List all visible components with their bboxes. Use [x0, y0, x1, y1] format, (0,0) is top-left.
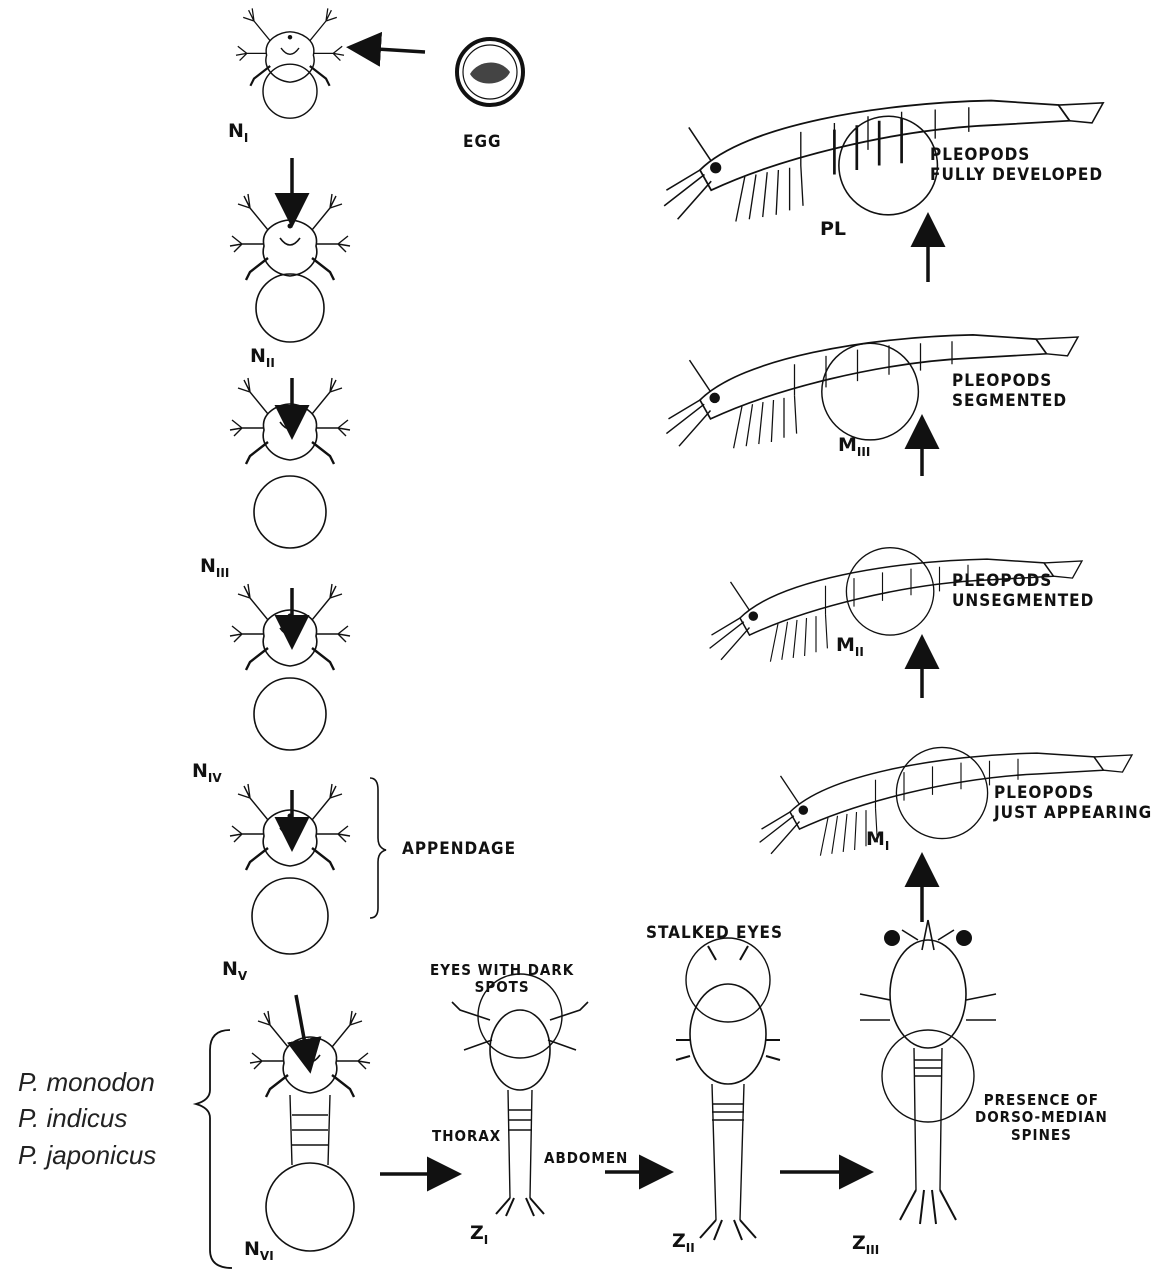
- stage-label-n2: NII: [250, 345, 275, 370]
- stage-label-z1: ZI: [470, 1222, 488, 1247]
- stage-label-m3: MIII: [838, 434, 870, 459]
- stalked-eyes-label: STALKED EYES: [646, 924, 783, 944]
- m1-pleopods-label: PLEOPODS JUST APPEARING: [994, 784, 1152, 823]
- nauplius-n4-drawing: [230, 584, 350, 750]
- zoea-z1-drawing: [452, 974, 588, 1216]
- species-japonicus: P. japonicus: [18, 1137, 156, 1173]
- appendage-label: APPENDAGE: [402, 840, 516, 860]
- pl-pleopods-label: PLEOPODS FULLY DEVELOPED: [930, 146, 1103, 185]
- stage-label-z3: ZIII: [852, 1232, 879, 1257]
- appendage-bracket: [370, 778, 386, 918]
- stage-label-m1: MI: [866, 828, 889, 853]
- zoea-z2-drawing: [676, 938, 780, 1240]
- species-list: P. monodon P. indicus P. japonicus: [18, 1064, 156, 1173]
- zoea-z3-drawing: [860, 920, 996, 1224]
- arrow-egg-to-n1: [360, 48, 425, 52]
- m2-pleopods-label: PLEOPODS UNSEGMENTED: [952, 572, 1094, 611]
- egg-drawing: [457, 39, 523, 105]
- species-indicus: P. indicus: [18, 1100, 156, 1136]
- eyes-dark-spots-label: EYES WITH DARK SPOTS: [430, 962, 574, 997]
- nauplius-n2-drawing: [230, 194, 350, 342]
- thorax-label: THORAX: [432, 1128, 501, 1145]
- stage-label-n4: NIV: [192, 760, 222, 785]
- m3-pleopods-label: PLEOPODS SEGMENTED: [952, 372, 1067, 411]
- species-monodon: P. monodon: [18, 1064, 156, 1100]
- stage-label-n1: NI: [228, 120, 248, 145]
- nauplius-n5-drawing: [230, 784, 350, 954]
- stage-label-pl: PL: [820, 218, 846, 240]
- species-bracket: [196, 1030, 232, 1268]
- arrow-n5-to-n6: [296, 995, 308, 1060]
- stage-label-m2: MII: [836, 634, 864, 659]
- nauplius-n3-drawing: [230, 378, 350, 548]
- stage-label-n5: NV: [222, 958, 247, 983]
- stage-label-n3: NIII: [200, 555, 229, 580]
- stage-label-z2: ZII: [672, 1230, 695, 1255]
- stage-label-n6: NVI: [244, 1238, 274, 1263]
- nauplius-n6-drawing: [250, 1011, 370, 1251]
- egg-label: EGG: [463, 133, 502, 153]
- arrows: [292, 48, 928, 1174]
- nauplius-n1-drawing: [236, 8, 344, 118]
- abdomen-label: ABDOMEN: [544, 1150, 628, 1167]
- dorso-median-spines-label: PRESENCE OF DORSO-MEDIAN SPINES: [975, 1092, 1108, 1144]
